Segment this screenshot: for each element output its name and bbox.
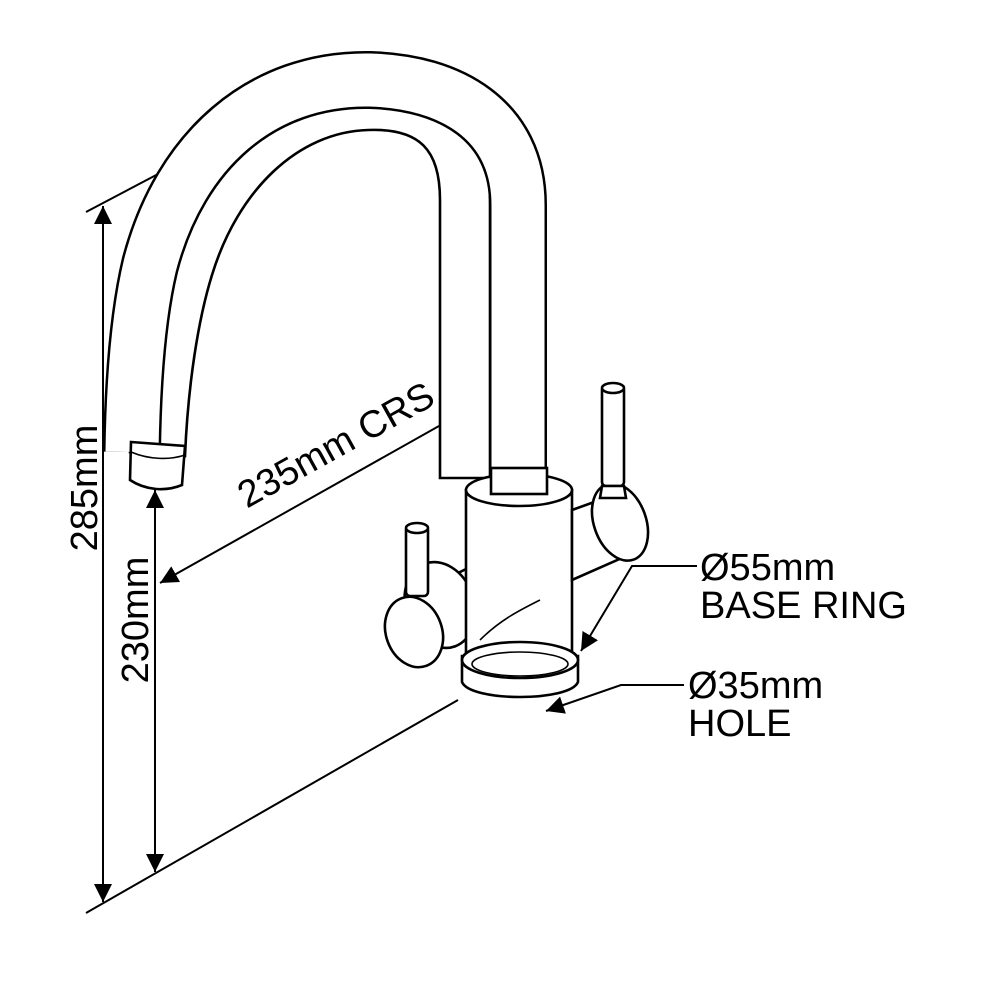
hole-leader-line	[545, 684, 684, 714]
spout-nozzle	[128, 440, 187, 491]
right-handle	[570, 381, 650, 582]
base-ring-inner	[471, 651, 569, 677]
right-lever-top	[600, 381, 626, 395]
hole-label: HOLE	[688, 703, 791, 745]
base-ring-leader-line	[580, 565, 697, 652]
left-handle-cap	[383, 595, 445, 669]
base-extension-line	[85, 699, 459, 914]
right-lever	[600, 384, 626, 488]
nozzle-ring	[130, 451, 186, 460]
base-ring-leader	[580, 565, 697, 652]
spout-reach-label: 235mm CRS	[231, 374, 442, 516]
hole-leader	[545, 684, 684, 714]
overall-height-label: 285mm	[64, 425, 106, 552]
hole-size-label: Ø35mm	[688, 665, 823, 707]
tap-body	[464, 488, 574, 662]
right-lever-collar	[598, 484, 628, 500]
spout-tube-fill	[105, 53, 545, 480]
spout-height-label: 230mm	[115, 557, 157, 684]
base-ring-size-label: Ø55mm	[700, 547, 835, 589]
left-lever	[404, 524, 430, 598]
base-ring-label: BASE RING	[700, 585, 907, 627]
base-ring-top	[460, 640, 580, 680]
tap-illustration	[103, 50, 650, 699]
body-seam	[479, 599, 541, 641]
spout-collar	[489, 466, 549, 496]
left-lever-top	[404, 521, 430, 535]
